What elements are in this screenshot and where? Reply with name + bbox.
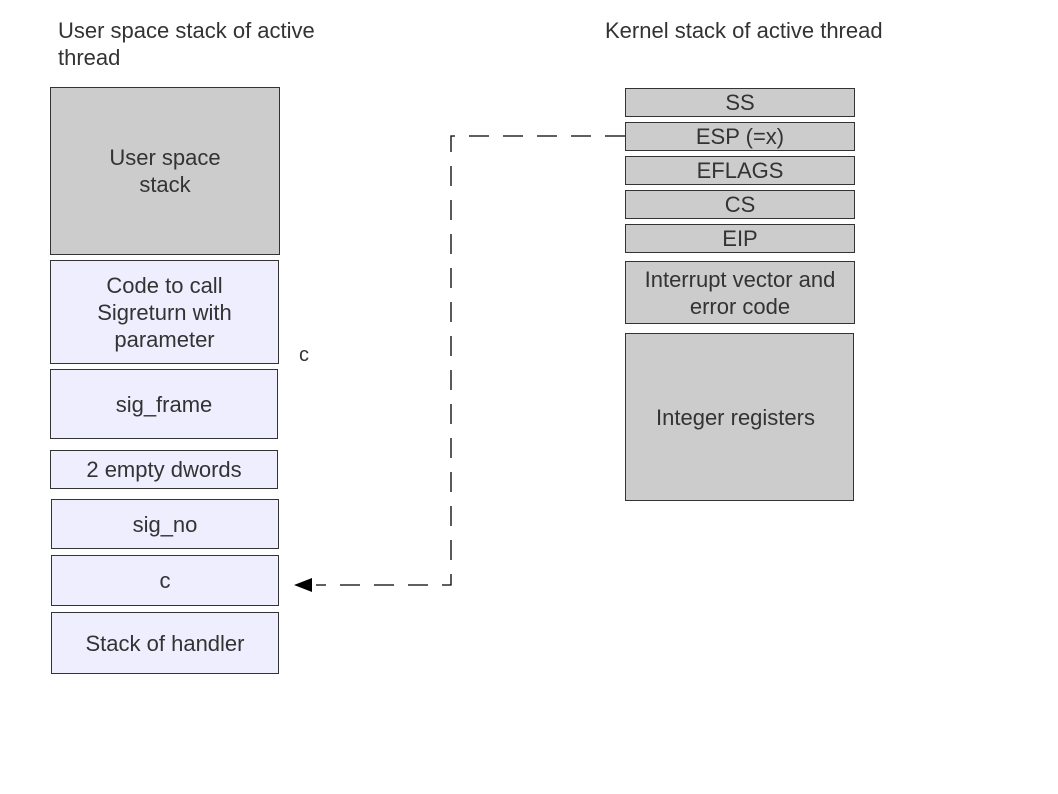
sig-frame-box: sig_frame — [50, 369, 278, 439]
arrowhead-icon — [294, 578, 312, 592]
interrupt-vector-label: Interrupt vector and error code — [644, 266, 836, 319]
ss-box: SS — [625, 88, 855, 117]
dashed-connector-line — [316, 135, 625, 586]
empty-dwords-box: 2 empty dwords — [50, 450, 278, 489]
eflags-box: EFLAGS — [625, 156, 855, 185]
cs-label: CS — [724, 192, 756, 217]
sig-no-box: sig_no — [51, 499, 279, 549]
interrupt-vector-box: Interrupt vector and error code — [625, 261, 855, 324]
esp-box: ESP (=x) — [625, 122, 855, 151]
kernel-stack-heading: Kernel stack of active thread — [605, 18, 883, 43]
esp-label: ESP (=x) — [695, 124, 785, 149]
user-stack-heading: User space stack of active thread — [58, 18, 315, 70]
sigreturn-code-label: Code to call Sigreturn with parameter — [97, 272, 232, 352]
sig-frame-label: sig_frame — [115, 391, 213, 417]
eflags-label: EFLAGS — [696, 158, 784, 183]
sig-no-label: sig_no — [132, 511, 198, 537]
handler-stack-label: Stack of handler — [85, 630, 245, 656]
integer-registers-label: Integer registers — [656, 404, 815, 430]
handler-stack-box: Stack of handler — [51, 612, 279, 674]
ss-label: SS — [725, 90, 755, 115]
side-c-label: c — [299, 344, 309, 366]
eip-box: EIP — [625, 224, 855, 253]
eip-label: EIP — [722, 226, 758, 251]
cs-box: CS — [625, 190, 855, 219]
user-space-stack-box: User space stack — [50, 87, 280, 255]
empty-dwords-label: 2 empty dwords — [86, 457, 242, 482]
sigreturn-code-box: Code to call Sigreturn with parameter — [50, 260, 279, 364]
c-slot-box: c — [51, 555, 279, 606]
integer-registers-box: Integer registers — [625, 333, 854, 501]
c-slot-label: c — [159, 568, 171, 593]
user-space-stack-label: User space stack — [109, 145, 221, 197]
